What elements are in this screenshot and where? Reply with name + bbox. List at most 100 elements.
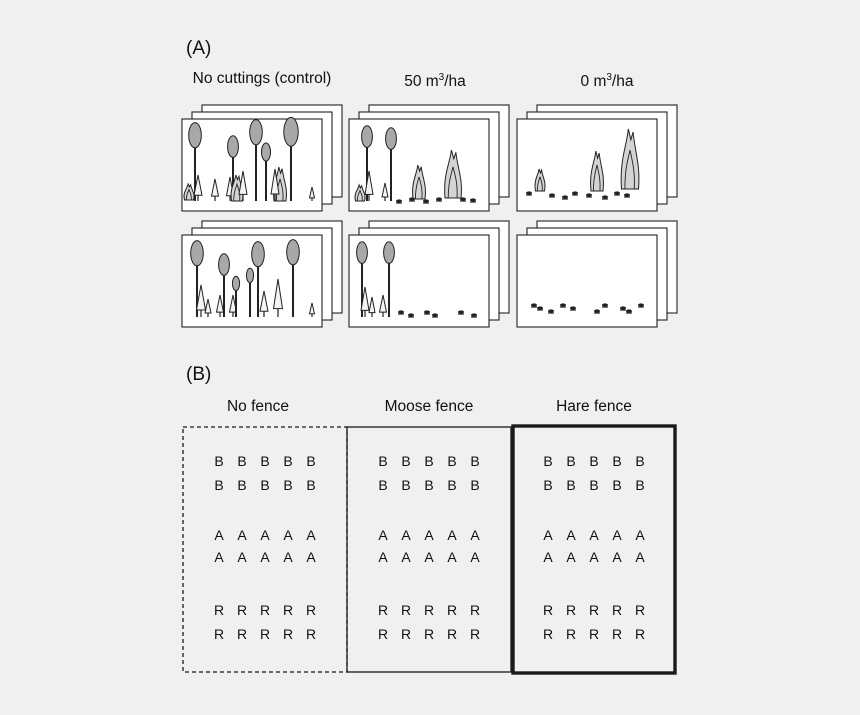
species-letter: A: [401, 527, 411, 543]
species-letter: B: [283, 453, 292, 469]
species-letter: R: [424, 626, 434, 642]
species-letter: A: [260, 549, 270, 565]
conifer: [215, 294, 225, 317]
species-letter: R: [635, 602, 645, 618]
stump: [409, 197, 415, 202]
species-letter: B: [260, 453, 269, 469]
panel-b-title-no-fence: No fence: [226, 398, 290, 415]
sprout-clump: [444, 149, 462, 199]
species-letter: B: [635, 477, 644, 493]
conifer: [259, 290, 269, 317]
species-letter: R: [447, 626, 457, 642]
stump-top: [620, 306, 626, 310]
stump-top: [638, 303, 644, 307]
species-letter: B: [635, 453, 644, 469]
conifer-crown: [272, 278, 284, 310]
stump: [471, 313, 477, 318]
species-letter: R: [401, 602, 411, 618]
conifer-crown: [193, 174, 203, 196]
treatment-plot-moose-fence: [346, 426, 512, 673]
species-letter: R: [237, 626, 247, 642]
conifer: [364, 170, 374, 201]
panel-b-title-moose-fence: Moose fence: [384, 398, 474, 415]
tree-crown: [356, 241, 368, 264]
stump: [537, 306, 543, 311]
conifer: [238, 170, 248, 201]
species-letter: R: [543, 626, 553, 642]
stump: [626, 309, 632, 314]
species-letter: A: [566, 549, 576, 565]
species-letter: A: [237, 549, 247, 565]
stump: [548, 309, 554, 314]
species-letter: A: [589, 527, 599, 543]
conifer-crown: [228, 294, 238, 313]
conifer-crown: [360, 286, 370, 311]
species-letter: A: [424, 527, 434, 543]
stump: [408, 313, 414, 318]
species-letter: A: [283, 527, 293, 543]
sprout-clump: [412, 164, 426, 200]
stump: [436, 197, 442, 202]
birch-tree: [231, 275, 241, 317]
panel-a-illustration: [181, 104, 678, 328]
species-letter: A: [306, 527, 316, 543]
stump-top: [570, 306, 576, 310]
species-letter: A: [401, 549, 411, 565]
stump: [460, 197, 466, 202]
sprout-inner: [185, 188, 192, 201]
stump-top: [548, 309, 554, 313]
plot-frame-stack-0-0: [181, 104, 343, 212]
stump-top: [424, 310, 430, 314]
species-letter: B: [612, 453, 621, 469]
plot-frame-stack-2-0: [516, 104, 678, 212]
birch-tree: [249, 119, 263, 201]
species-letter: R: [566, 602, 576, 618]
stump: [594, 309, 600, 314]
species-letter: A: [447, 549, 457, 565]
species-letter: R: [589, 602, 599, 618]
sprout-clump: [534, 168, 546, 192]
panel-a-title-control: No cuttings (control): [192, 70, 332, 87]
conifer: [270, 168, 280, 201]
birch-tree: [383, 241, 395, 317]
conifer: [378, 294, 388, 317]
species-letter: B: [283, 477, 292, 493]
stump: [620, 306, 626, 311]
stump-top: [624, 193, 630, 197]
species-letter: A: [543, 527, 553, 543]
stump-top: [396, 199, 402, 203]
birch-tree: [190, 240, 204, 317]
stump-top: [436, 197, 442, 201]
tree-crown: [231, 275, 241, 292]
species-letter: A: [283, 549, 293, 565]
stump: [531, 303, 537, 308]
species-letter: B: [447, 477, 456, 493]
stump-top: [531, 303, 537, 307]
stump: [470, 198, 476, 203]
species-letter: R: [612, 602, 622, 618]
sprout-clump: [590, 150, 604, 192]
species-letter: B: [612, 477, 621, 493]
stump-top: [562, 195, 568, 199]
stump: [614, 191, 620, 196]
tree-crown: [218, 253, 230, 276]
species-letter: A: [260, 527, 270, 543]
stump-top: [560, 303, 566, 307]
conifer-crown: [259, 290, 269, 312]
conifer: [228, 294, 238, 317]
species-letter: R: [378, 626, 388, 642]
stump: [526, 191, 532, 196]
species-letter: A: [470, 549, 480, 565]
species-letter: B: [237, 453, 246, 469]
species-letter: A: [447, 527, 457, 543]
tree-crown: [283, 116, 299, 147]
plot-frame-stack-2-1: [516, 220, 678, 328]
species-letter: A: [589, 549, 599, 565]
conifer-crown: [381, 182, 389, 198]
species-letter: R: [401, 626, 411, 642]
tree-crown: [188, 122, 202, 149]
species-letter: B: [470, 453, 479, 469]
plot-frame-stack-1-0: [348, 104, 510, 212]
stump: [562, 195, 568, 200]
species-letter: R: [260, 626, 270, 642]
